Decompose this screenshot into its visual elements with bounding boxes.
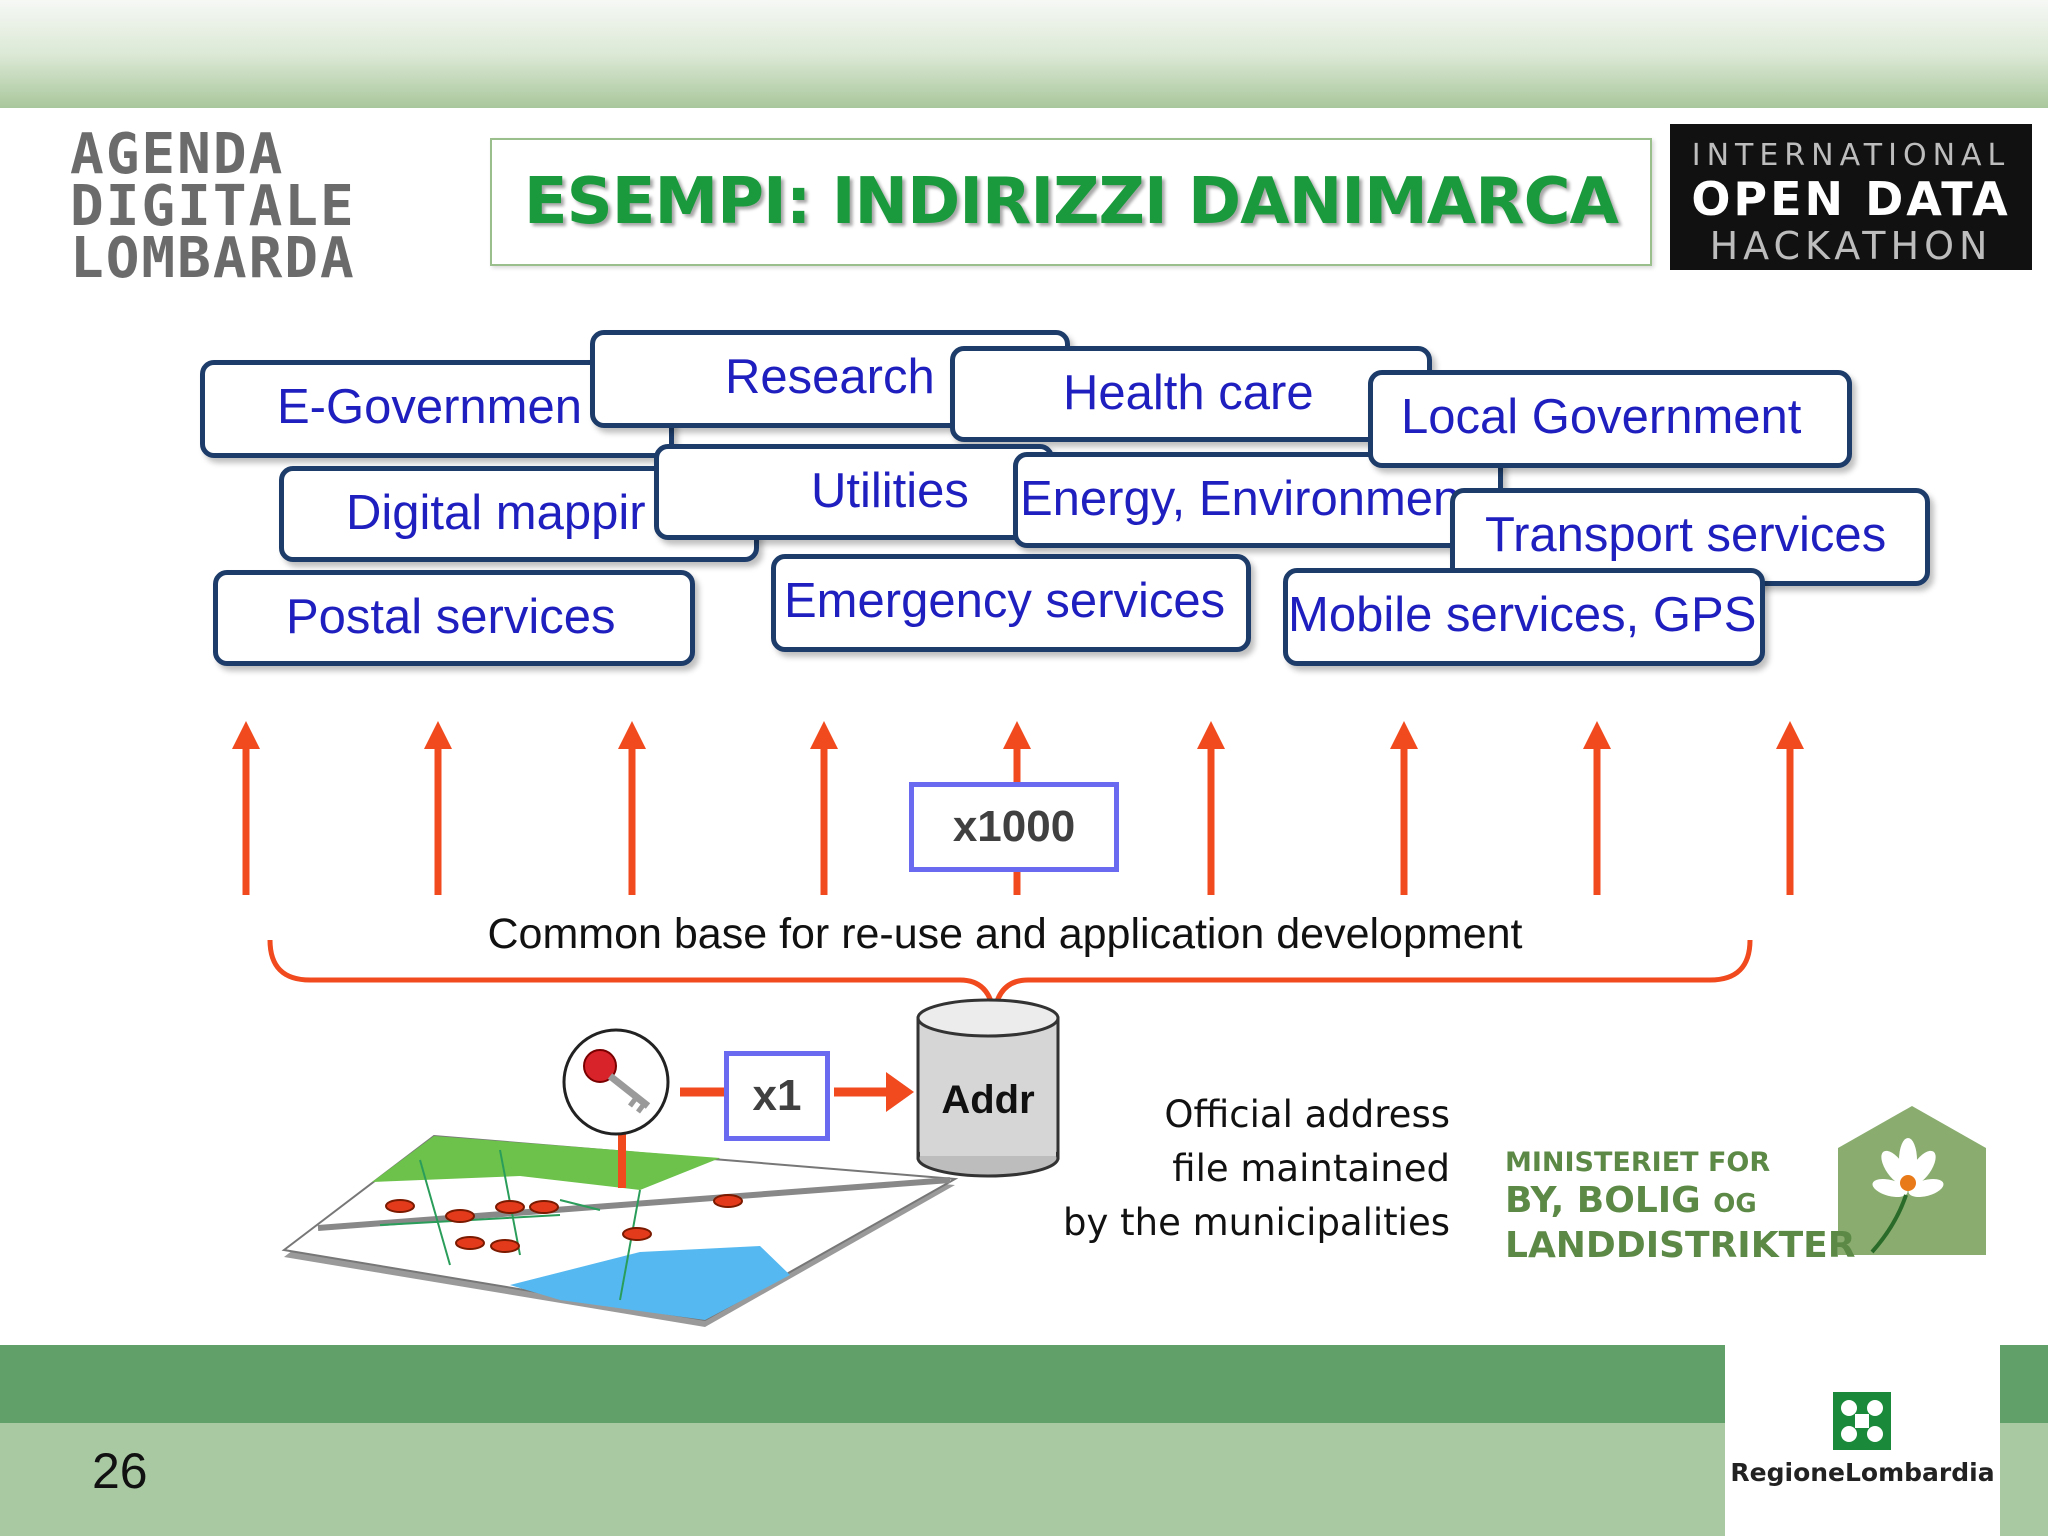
multiplier-x1-label: x1: [752, 1071, 802, 1120]
key-icon: [562, 1028, 670, 1136]
app-label-local-government: Local Government: [1401, 390, 1802, 444]
multiplier-x1-box: x1: [724, 1051, 830, 1141]
app-label-mobile-services-gps: Mobile services, GPS: [1288, 588, 1757, 642]
ministry-line-2: BY, BOLIG OG: [1505, 1181, 1825, 1224]
app-box-postal-services: Postal services: [213, 570, 695, 666]
agenda-digitale-logo: AGENDA DIGITALE LOMBARDA: [70, 122, 470, 291]
app-label-e-government: E-Governmen: [277, 380, 583, 434]
regione-lombardia-text: RegioneLombardia: [1730, 1458, 1995, 1487]
top-band: [0, 0, 2048, 108]
app-label-emergency-services: Emergency services: [784, 574, 1226, 628]
app-box-health-care: Health care: [950, 346, 1432, 442]
multiplier-x1000-label: x1000: [952, 802, 1076, 851]
app-box-energy-environment: Energy, Environmen: [1013, 452, 1503, 548]
regione-lombardia-logo: RegioneLombardia: [1725, 1340, 2000, 1536]
regione-lombardia-icon: [1833, 1392, 1891, 1450]
logo-line-2: DIGITALE: [70, 174, 356, 239]
slide-number: 26: [92, 1443, 148, 1499]
app-box-utilities: Utilities: [654, 444, 1054, 540]
app-box-e-government: E-Governmen: [200, 360, 674, 458]
ministry-line-2-small: OG: [1713, 1189, 1757, 1219]
app-label-digital-mapping: Digital mappir: [346, 486, 646, 540]
app-box-emergency-services: Emergency services: [771, 554, 1251, 652]
hackathon-line-2: OPEN DATA: [1691, 172, 2011, 226]
slide-title-box: ESEMPI: INDIRIZZI DANIMARCA: [490, 138, 1652, 266]
logo-line-1: AGENDA: [70, 122, 285, 187]
upward-arrows: [232, 721, 1804, 895]
x1-to-db-arrowhead: [886, 1072, 914, 1112]
app-box-mobile-services-gps: Mobile services, GPS: [1283, 568, 1765, 666]
common-base-label: Common base for re-use and application d…: [487, 910, 1523, 958]
footer-band-light: [0, 1423, 2048, 1536]
multiplier-x1000-box: x1000: [909, 782, 1119, 872]
app-box-local-government: Local Government: [1368, 370, 1852, 468]
app-label-energy-environment: Energy, Environmen: [1020, 472, 1461, 526]
official-address-text: Official address file maintained by the …: [1020, 1088, 1450, 1250]
logo-line-3: LOMBARDA: [70, 226, 356, 291]
official-text-line-2: file maintained: [1172, 1147, 1450, 1190]
app-label-postal-services: Postal services: [286, 590, 616, 644]
app-box-transport-services: Transport services: [1450, 488, 1930, 586]
app-label-transport-services: Transport services: [1485, 508, 1887, 562]
official-text-line-3: by the municipalities: [1062, 1201, 1450, 1244]
official-text-line-1: Official address: [1164, 1093, 1450, 1136]
hackathon-line-1: INTERNATIONAL: [1691, 138, 2011, 173]
slide-title: ESEMPI: INDIRIZZI DANIMARCA: [523, 165, 1619, 239]
database-label: Addr: [941, 1078, 1035, 1122]
ministry-line-3: LANDDISTRIKTER: [1505, 1225, 1856, 1266]
app-label-research: Research: [725, 350, 935, 404]
addr-database-icon: [916, 998, 1060, 1178]
app-label-health-care: Health care: [1063, 366, 1314, 420]
hackathon-line-3: HACKATHON: [1709, 224, 1993, 268]
footer-band-dark: [0, 1345, 2048, 1423]
ministry-line-1: MINISTERIET FOR: [1505, 1147, 1771, 1178]
map-illustration: [281, 1132, 959, 1327]
ministry-logo-text: MINISTERIET FOR BY, BOLIG OG LANDDISTRIK…: [1505, 1145, 1856, 1268]
open-data-hackathon-logo: INTERNATIONAL OPEN DATA HACKATHON: [1670, 124, 2032, 270]
app-label-utilities: Utilities: [811, 464, 969, 518]
ministry-line-2-main: BY, BOLIG: [1505, 1180, 1701, 1221]
ministry-house-icon: [1838, 1106, 1986, 1255]
